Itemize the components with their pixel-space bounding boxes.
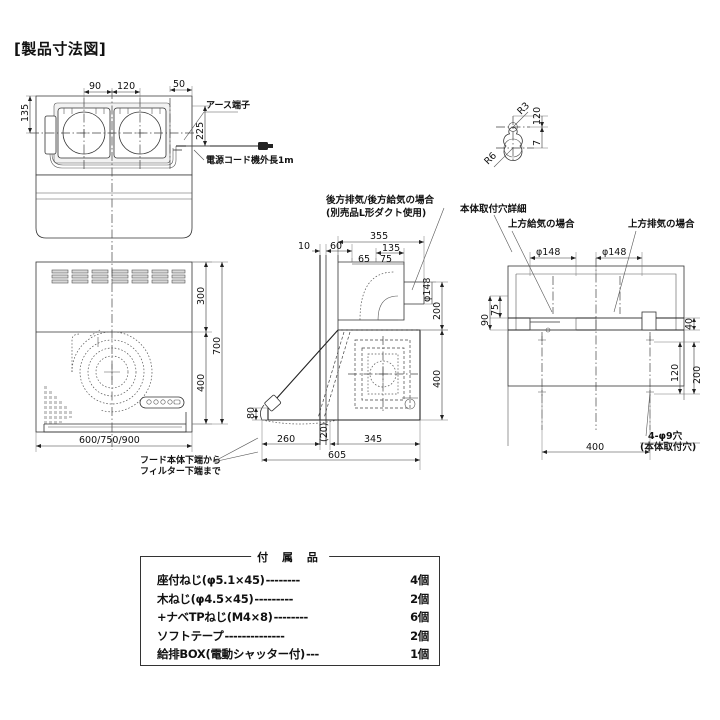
width-options-dim: 600/750/900 bbox=[79, 435, 140, 446]
mounting-hole-note-line1: 4-φ9穴 bbox=[648, 430, 683, 442]
svg-text:120: 120 bbox=[670, 364, 681, 382]
svg-text:355: 355 bbox=[370, 231, 388, 242]
rear-duct-note-line1: 後方排気/後方給気の場合 bbox=[326, 194, 434, 206]
svg-text:40: 40 bbox=[684, 318, 695, 330]
top-view-group: 90 120 50 135 225 アース端子 電源コード機外長1m bbox=[20, 79, 294, 250]
svg-text:(20): (20) bbox=[319, 422, 330, 442]
accessories-box: 付 属 品 座付ねじ(φ5.1×45) -------- 4個 木ねじ(φ4.5… bbox=[140, 549, 440, 666]
accessory-leader: --------- bbox=[254, 591, 293, 606]
svg-text:75: 75 bbox=[490, 304, 501, 316]
svg-text:700: 700 bbox=[212, 337, 223, 355]
accessory-name: 給排BOX(電動シャッター付) bbox=[157, 647, 306, 661]
list-item: +ナベTPねじ(M4×8) -------- 6個 bbox=[141, 608, 439, 627]
accessory-qty: 1個 bbox=[410, 647, 429, 661]
svg-text:60: 60 bbox=[330, 241, 342, 252]
filter-mesh bbox=[44, 386, 72, 424]
svg-text:200: 200 bbox=[432, 302, 443, 320]
svg-text:400: 400 bbox=[196, 374, 207, 392]
svg-text:400: 400 bbox=[586, 442, 604, 453]
svg-text:50: 50 bbox=[173, 79, 185, 90]
svg-text:90: 90 bbox=[480, 314, 491, 326]
svg-text:200: 200 bbox=[692, 366, 703, 384]
power-cord-label: 電源コード機外長1m bbox=[206, 154, 294, 166]
svg-text:400: 400 bbox=[432, 370, 443, 388]
svg-text:10: 10 bbox=[298, 241, 310, 252]
svg-text:225: 225 bbox=[195, 122, 206, 140]
svg-text:φ148: φ148 bbox=[602, 247, 626, 258]
rear-duct-note-line2: (別売品L形ダクト使用) bbox=[326, 207, 426, 219]
filter-note-line1: フード本体下端から bbox=[140, 454, 221, 466]
hole-detail-label: 本体取付穴詳細 bbox=[460, 203, 527, 215]
accessory-leader: -------- bbox=[273, 610, 309, 624]
svg-text:120: 120 bbox=[532, 107, 543, 125]
svg-text:135: 135 bbox=[382, 243, 400, 254]
svg-text:65: 65 bbox=[358, 254, 370, 265]
svg-text:300: 300 bbox=[196, 287, 207, 305]
louver-vents bbox=[51, 269, 186, 284]
side-view-group: 後方排気/後方給気の場合 (別売品L形ダクト使用) 355 10 60 135 … bbox=[246, 194, 448, 470]
accessory-name: ソフトテープ bbox=[157, 628, 224, 643]
mounting-hole-note-line2: (本体取付穴) bbox=[640, 441, 696, 453]
svg-text:345: 345 bbox=[364, 434, 382, 445]
page-title: [製品寸法図] bbox=[14, 40, 107, 58]
upper-exhaust-label: 上方排気の場合 bbox=[628, 218, 695, 230]
accessory-leader: --- bbox=[306, 647, 319, 661]
list-item: 木ねじ(φ4.5×45) --------- 2個 bbox=[141, 590, 439, 609]
svg-text:135: 135 bbox=[20, 104, 31, 122]
accessory-name: 木ねじ(φ4.5×45) bbox=[157, 591, 254, 606]
accessory-leader: -------- bbox=[265, 573, 301, 587]
list-item: 座付ねじ(φ5.1×45) -------- 4個 bbox=[141, 571, 439, 590]
svg-text:φ148: φ148 bbox=[422, 278, 433, 302]
svg-text:120: 120 bbox=[117, 81, 135, 92]
svg-text:605: 605 bbox=[328, 450, 346, 461]
svg-text:80: 80 bbox=[246, 407, 257, 419]
accessory-leader: -------------- bbox=[224, 628, 285, 643]
list-item: ソフトテープ -------------- 2個 bbox=[141, 627, 439, 646]
front-view-group: 300 400 700 600/750/900 フード本体下端から フィルター下… bbox=[35, 252, 259, 477]
svg-text:7: 7 bbox=[532, 140, 543, 146]
accessories-list: 座付ねじ(φ5.1×45) -------- 4個 木ねじ(φ4.5×45) -… bbox=[141, 571, 439, 664]
list-item: 給排BOX(電動シャッター付) --- 1個 bbox=[141, 645, 439, 664]
accessory-qty: 2個 bbox=[410, 591, 429, 606]
accessory-qty: 4個 bbox=[410, 573, 429, 587]
earth-terminal-label: アース端子 bbox=[206, 99, 250, 111]
accessory-qty: 2個 bbox=[410, 628, 429, 643]
svg-text:90: 90 bbox=[89, 81, 101, 92]
upper-supply-label: 上方給気の場合 bbox=[508, 218, 575, 230]
accessories-title: 付 属 品 bbox=[251, 549, 329, 565]
accessory-qty: 6個 bbox=[410, 610, 429, 624]
svg-text:R3: R3 bbox=[515, 100, 532, 117]
accessory-name: +ナベTPねじ(M4×8) bbox=[157, 610, 273, 624]
svg-text:φ148: φ148 bbox=[536, 247, 560, 258]
svg-text:75: 75 bbox=[380, 254, 392, 265]
rear-view-group: φ148 φ148 上方給気の場合 上方排気の場合 75 90 40 120 bbox=[480, 218, 703, 460]
svg-text:260: 260 bbox=[277, 434, 295, 445]
mounting-hole-detail-group: R3 R6 120 7 本体取付穴詳細 bbox=[460, 100, 548, 253]
accessory-name: 座付ねじ(φ5.1×45) bbox=[157, 573, 265, 587]
filter-note-line2: フィルター下端まで bbox=[140, 465, 221, 477]
